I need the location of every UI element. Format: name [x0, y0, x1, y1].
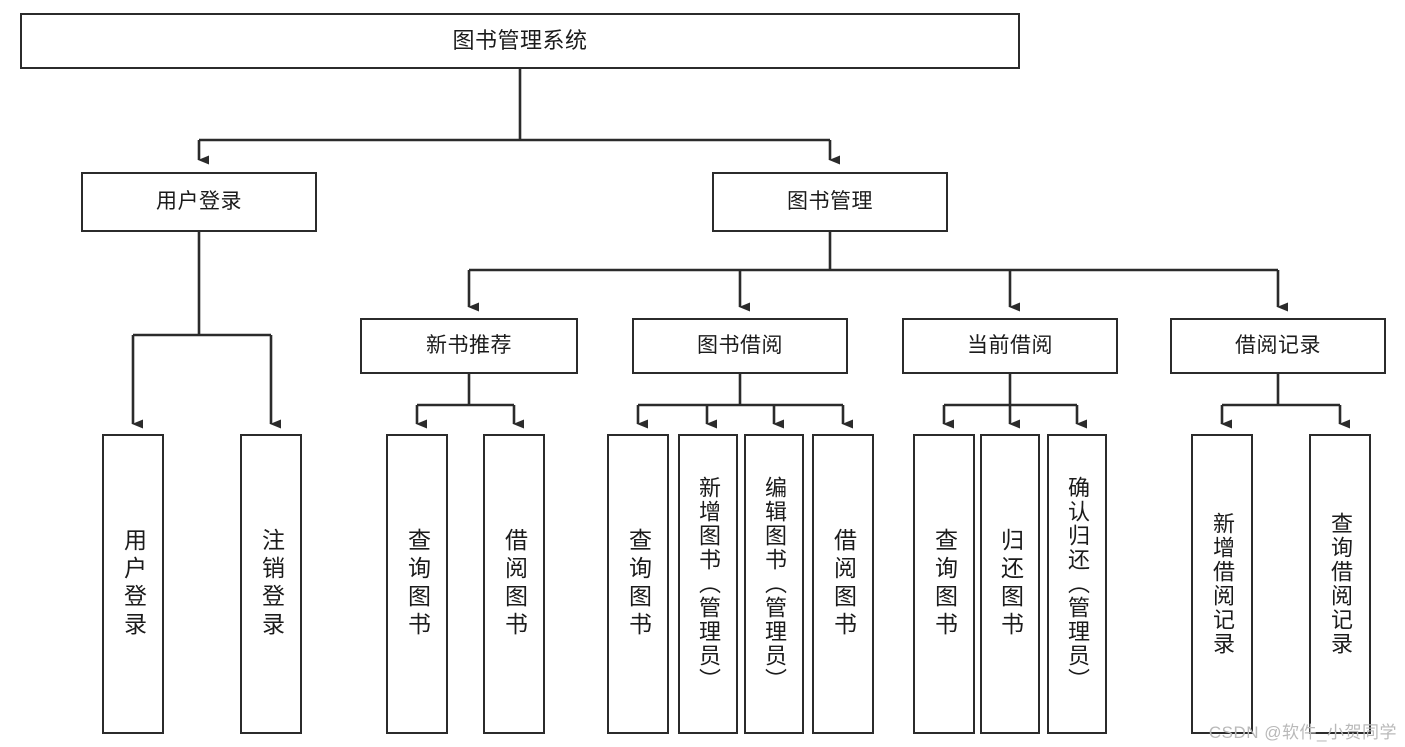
node-label: 注销登录: [258, 528, 285, 640]
node-label: 查询图书: [625, 528, 652, 640]
leaf-borrow-book-new-book[interactable]: 借阅图书: [483, 434, 545, 734]
node-book-management[interactable]: 图书管理: [712, 172, 948, 232]
node-user-login[interactable]: 用户登录: [81, 172, 317, 232]
node-label: 查询借阅记录: [1328, 512, 1353, 656]
node-root-book-management-system[interactable]: 图书管理系统: [20, 13, 1020, 69]
node-current-borrowing[interactable]: 当前借阅: [902, 318, 1118, 374]
node-book-borrowing[interactable]: 图书借阅: [632, 318, 848, 374]
leaf-query-book-current[interactable]: 查询图书: [913, 434, 975, 734]
leaf-return-book[interactable]: 归还图书: [980, 434, 1040, 734]
leaf-borrow-book-borrowing[interactable]: 借阅图书: [812, 434, 874, 734]
node-label: 新书推荐: [426, 333, 512, 357]
leaf-user-login[interactable]: 用户登录: [102, 434, 164, 734]
node-label: 新增图书（管理员）: [696, 476, 721, 692]
node-label: 借阅记录: [1235, 333, 1321, 357]
node-label: 编辑图书（管理员）: [762, 476, 787, 692]
node-label: 查询图书: [931, 528, 958, 640]
leaf-query-book-borrowing[interactable]: 查询图书: [607, 434, 669, 734]
node-label: 归还图书: [997, 528, 1024, 640]
node-label: 借阅图书: [501, 528, 528, 640]
node-label: 图书管理系统: [452, 28, 588, 54]
node-label: 图书借阅: [697, 333, 783, 357]
node-borrowing-record[interactable]: 借阅记录: [1170, 318, 1386, 374]
node-label: 借阅图书: [830, 528, 857, 640]
leaf-confirm-return-admin[interactable]: 确认归还（管理员）: [1047, 434, 1107, 734]
node-label: 新增借阅记录: [1210, 512, 1235, 656]
node-label: 用户登录: [120, 528, 147, 640]
node-label: 确认归还（管理员）: [1065, 476, 1090, 692]
leaf-add-book-admin[interactable]: 新增图书（管理员）: [678, 434, 738, 734]
node-new-book-recommendation[interactable]: 新书推荐: [360, 318, 578, 374]
leaf-query-borrowing-record[interactable]: 查询借阅记录: [1309, 434, 1371, 734]
leaf-logout[interactable]: 注销登录: [240, 434, 302, 734]
node-label: 图书管理: [787, 189, 873, 213]
node-label: 用户登录: [156, 189, 242, 213]
node-label: 查询图书: [404, 528, 431, 640]
watermark-text: CSDN @软件_小贺同学: [1208, 723, 1397, 742]
leaf-edit-book-admin[interactable]: 编辑图书（管理员）: [744, 434, 804, 734]
leaf-query-book-new-book[interactable]: 查询图书: [386, 434, 448, 734]
node-label: 当前借阅: [967, 333, 1053, 357]
leaf-add-borrowing-record[interactable]: 新增借阅记录: [1191, 434, 1253, 734]
